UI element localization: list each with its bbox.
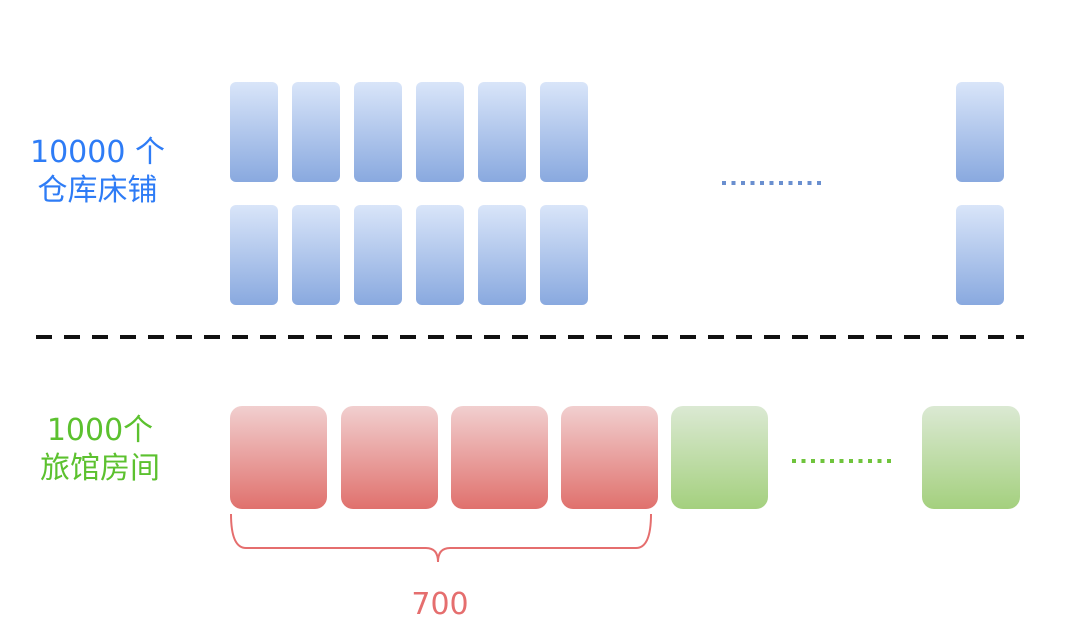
ellipsis-dot xyxy=(722,181,726,185)
occupied-count-label: 700 xyxy=(411,587,469,622)
warehouse-bed xyxy=(478,205,526,305)
hotel-room-occupied xyxy=(561,406,658,509)
ellipsis-dot xyxy=(811,459,815,463)
warehouse-bed xyxy=(416,205,464,305)
ellipsis-dot xyxy=(817,181,821,185)
warehouse-bed xyxy=(230,82,278,182)
warehouse-label: 10000 个 仓库床铺 xyxy=(15,134,180,210)
ellipsis-dot xyxy=(788,181,793,185)
ellipsis-dot xyxy=(769,181,774,185)
ellipsis-dot xyxy=(820,459,825,463)
warehouse-bed xyxy=(230,205,278,305)
hotel-label-name: 旅馆房间 xyxy=(40,451,160,486)
hotel-room-occupied xyxy=(451,406,548,509)
hotel-room-free-last xyxy=(922,406,1020,509)
hotel-label: 1000个 旅馆房间 xyxy=(25,412,175,488)
ellipsis-dot xyxy=(798,181,802,185)
warehouse-bed-last xyxy=(956,205,1004,305)
warehouse-bed xyxy=(354,205,402,305)
warehouse-bed xyxy=(292,205,340,305)
hotel-room-occupied xyxy=(230,406,327,509)
warehouse-bed xyxy=(354,82,402,182)
ellipsis-dot xyxy=(801,459,806,463)
ellipsis-dot xyxy=(887,459,891,463)
ellipsis-dot xyxy=(830,459,834,463)
ellipsis-dot xyxy=(792,459,796,463)
ellipsis-dot xyxy=(807,181,812,185)
warehouse-label-name: 仓库床铺 xyxy=(37,173,158,208)
ellipsis-dot xyxy=(839,459,844,463)
warehouse-bed xyxy=(540,205,588,305)
ellipsis-dot xyxy=(760,181,764,185)
warehouse-bed xyxy=(540,82,588,182)
ellipsis-dot xyxy=(858,459,863,463)
ellipsis-dot xyxy=(877,459,882,463)
hotel-rooms xyxy=(230,406,1020,509)
warehouse-bed xyxy=(478,82,526,182)
occupied-brace xyxy=(230,513,652,563)
warehouse-bed xyxy=(416,82,464,182)
warehouse-label-count: 10000 个 xyxy=(30,135,165,170)
hotel-label-count: 1000个 xyxy=(46,413,154,448)
hotel-room-occupied xyxy=(341,406,438,509)
warehouse-bed-last xyxy=(956,82,1004,182)
ellipsis-dot xyxy=(750,181,755,185)
ellipsis-dot xyxy=(779,181,783,185)
warehouse-beds xyxy=(230,82,1004,305)
ellipsis-dot xyxy=(731,181,736,185)
warehouse-bed xyxy=(292,82,340,182)
hotel-room-free xyxy=(671,406,768,509)
ellipsis-dot xyxy=(849,459,853,463)
ellipsis-dot xyxy=(868,459,872,463)
ellipsis-dot xyxy=(741,181,745,185)
